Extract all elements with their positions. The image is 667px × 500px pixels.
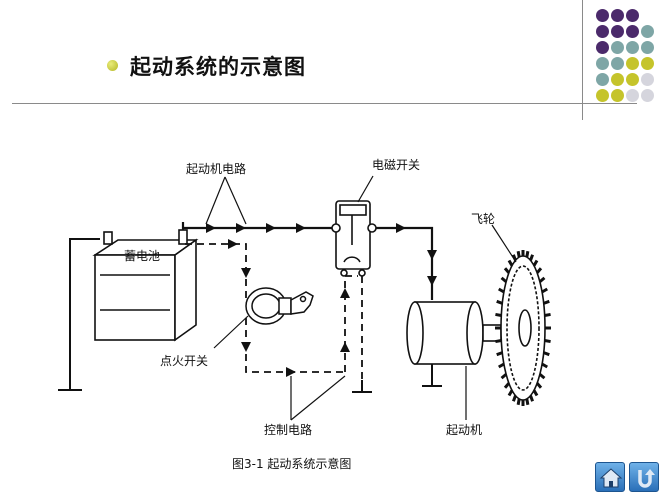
control-circuit-label: 控制电路 (264, 423, 313, 437)
flywheel-leader (491, 224, 517, 263)
slide-title: 起动系统的示意图 (130, 54, 306, 79)
flywheel-label: 飞轮 (471, 212, 496, 226)
header-rule (12, 103, 637, 104)
solenoid-motor-wire (376, 226, 434, 300)
control-circuit-wire (185, 243, 363, 380)
return-icon (638, 469, 655, 488)
starter-circuit-arrows (206, 223, 306, 233)
starter-motor (406, 301, 502, 365)
header-vertical-rule (582, 0, 583, 120)
ignition-leader (213, 315, 249, 349)
solenoid-switch-label: 电磁开关 (372, 158, 421, 172)
control-circuit-arrows (228, 239, 350, 377)
starter-circuit-wire (181, 222, 338, 230)
title-bullet-icon (107, 60, 118, 71)
battery-label: 蓄电池 (124, 249, 161, 263)
home-icon (599, 468, 623, 488)
solenoid-switch (331, 200, 377, 277)
solenoid-ground (352, 380, 372, 393)
starter-motor-label: 起动机 (446, 423, 483, 437)
control-circuit-leaders (290, 375, 346, 421)
solenoid-motor-arrows (396, 223, 437, 286)
battery (92, 222, 199, 342)
return-button[interactable] (629, 462, 659, 492)
solenoid-leader (357, 175, 374, 203)
home-button[interactable] (595, 462, 625, 492)
flywheel-teeth (495, 250, 551, 406)
figure-caption: 图3-1 起动系统示意图 (232, 457, 352, 471)
starter-circuit-leaders (205, 176, 247, 225)
starter-circuit-label: 起动机电路 (186, 162, 247, 176)
ignition-switch-label: 点火开关 (160, 354, 209, 368)
battery-ground-wire (58, 238, 100, 391)
flywheel (500, 255, 546, 401)
ignition-switch (245, 287, 314, 325)
motor-ground (422, 364, 442, 387)
